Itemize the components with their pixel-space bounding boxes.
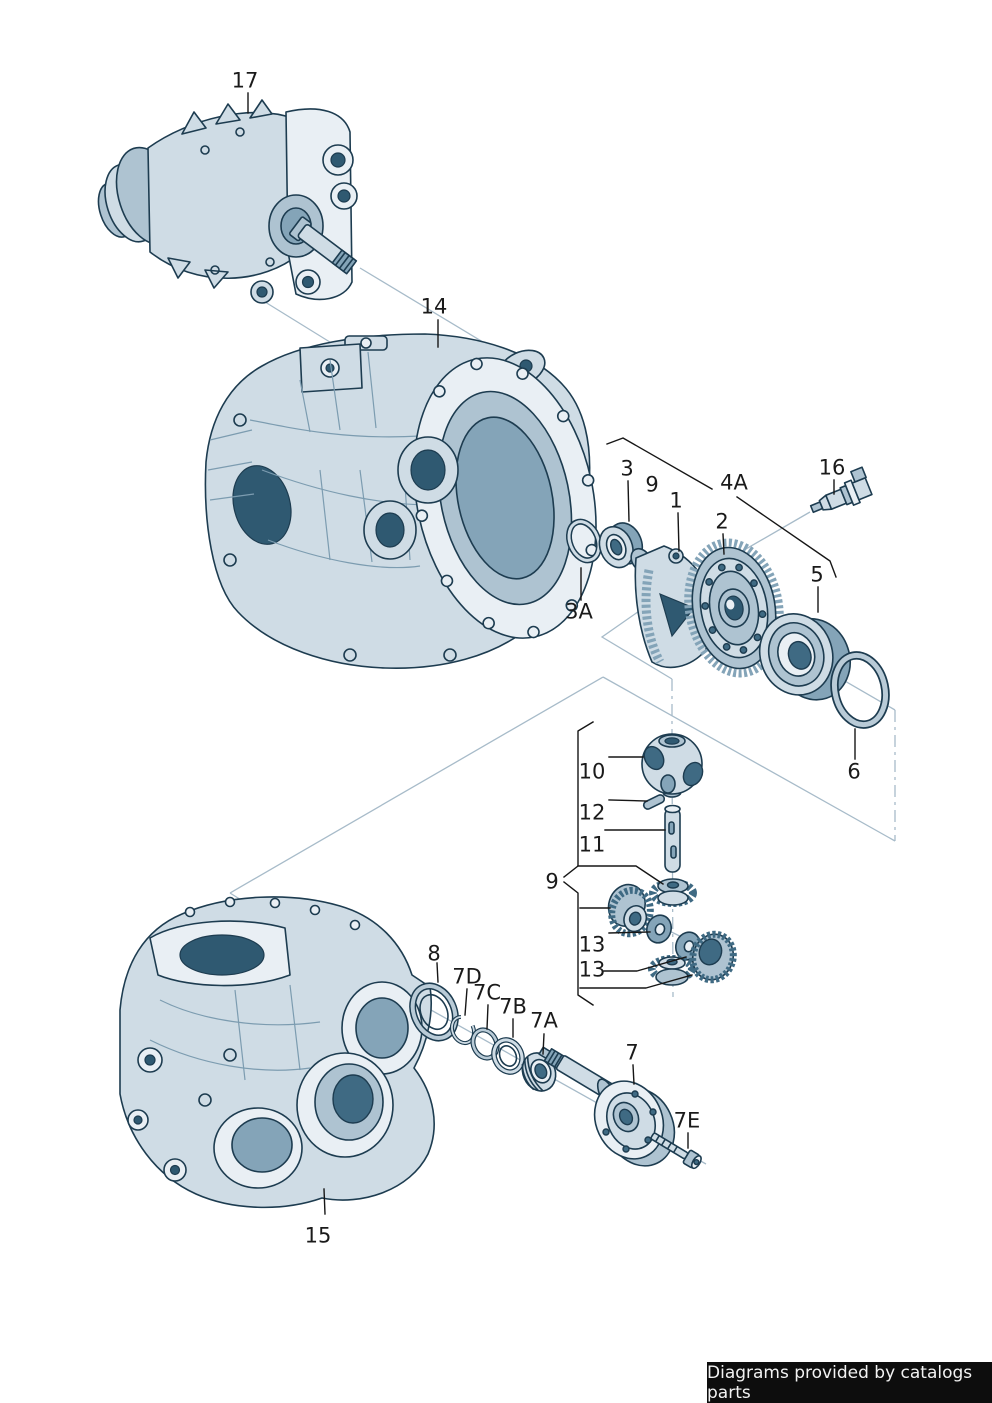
artwork (97, 99, 890, 1209)
sensor-axis (738, 511, 811, 554)
seal-row (409, 982, 557, 1092)
shim-ring-6 (830, 651, 890, 729)
ring-gear-2 (684, 538, 784, 678)
pto-shaft (288, 216, 358, 275)
part-label-15[interactable]: 15 (304, 1223, 332, 1248)
part-label-9-kit[interactable]: 9 (645, 472, 659, 497)
bracket-4a-right (736, 496, 837, 578)
footer-credit-text: Diagrams provided by catalogs parts (707, 1362, 973, 1403)
part-label-14[interactable]: 14 (420, 294, 448, 319)
part-label-16[interactable]: 16 (818, 455, 846, 480)
brace-9-bottom (563, 881, 594, 1006)
part-label-7A[interactable]: 7A (530, 1008, 558, 1033)
part-label-4A[interactable]: 4A (720, 470, 748, 495)
part-label-1[interactable]: 1 (669, 488, 683, 513)
leader-8 (436, 962, 439, 983)
part-label-9-group[interactable]: 9 (545, 869, 559, 894)
leader-2 (722, 533, 725, 555)
part-label-11[interactable]: 11 (578, 832, 606, 857)
part-label-7D[interactable]: 7D (452, 964, 482, 989)
snap-ring-7d (449, 1014, 477, 1046)
leader-7D (464, 988, 468, 1016)
part-label-17[interactable]: 17 (231, 68, 259, 93)
side-gear-right (689, 930, 737, 984)
leader-15 (323, 1188, 326, 1215)
part-label-2[interactable]: 2 (715, 509, 729, 534)
lock-pin-12 (642, 794, 666, 810)
differential-carrier-1 (630, 545, 713, 669)
leader-7C (486, 1004, 489, 1030)
ring-7b (491, 1037, 525, 1075)
leader-7A (542, 1033, 545, 1055)
diff-internals (607, 733, 737, 986)
output-flange-7 (538, 1046, 676, 1167)
part-label-3[interactable]: 3 (620, 456, 634, 481)
leader-13-lower (603, 956, 687, 972)
part-label-8[interactable]: 8 (427, 941, 441, 966)
leader-12 (608, 799, 648, 802)
housing-14-flange (412, 357, 599, 639)
bearing-5 (758, 613, 851, 701)
speed-sensor-16 (809, 466, 873, 514)
leader-1 (677, 512, 680, 552)
seal-ring-8 (409, 982, 459, 1042)
leader-13-upper (608, 931, 651, 934)
brace-9-lead-pinion (577, 865, 664, 885)
part-label-7E[interactable]: 7E (673, 1108, 701, 1133)
part-label-3A[interactable]: 3A (565, 599, 593, 624)
pto-unit-17 (97, 99, 358, 304)
gear-housing-15 (119, 896, 435, 1209)
part-label-5[interactable]: 5 (810, 562, 824, 587)
flange-bolt-7e (650, 1132, 702, 1170)
bracket-4a-left (606, 437, 713, 490)
panel-edge-left (229, 676, 604, 894)
brace-9-lead-lowergear (579, 974, 693, 989)
part-label-13-upper[interactable]: 13 (578, 932, 606, 957)
threaded-bushing-7a (521, 1052, 557, 1092)
panel-edge-bottom (602, 676, 896, 842)
part-label-13-lower[interactable]: 13 (578, 957, 606, 982)
part-label-10[interactable]: 10 (578, 759, 606, 784)
circlip-3a (566, 518, 602, 564)
diff-pinion-upper (649, 878, 697, 907)
footer-credit-bar: Diagrams provided by catalogs parts (707, 1362, 992, 1403)
leader-7 (632, 1064, 635, 1085)
part-label-7C[interactable]: 7C (472, 980, 502, 1005)
thrust-washer-upper (645, 914, 673, 944)
part-label-6[interactable]: 6 (847, 759, 861, 784)
leader-lines-layer (247, 92, 856, 1215)
part-label-12[interactable]: 12 (578, 800, 606, 825)
brace-9-top (563, 721, 594, 878)
pinion-shaft-11 (664, 804, 681, 873)
clutch-housing-14 (204, 333, 599, 669)
leader-3 (627, 480, 630, 522)
part-label-7[interactable]: 7 (625, 1040, 639, 1065)
part-label-7B[interactable]: 7B (499, 994, 527, 1019)
seal-7c (470, 1027, 500, 1061)
